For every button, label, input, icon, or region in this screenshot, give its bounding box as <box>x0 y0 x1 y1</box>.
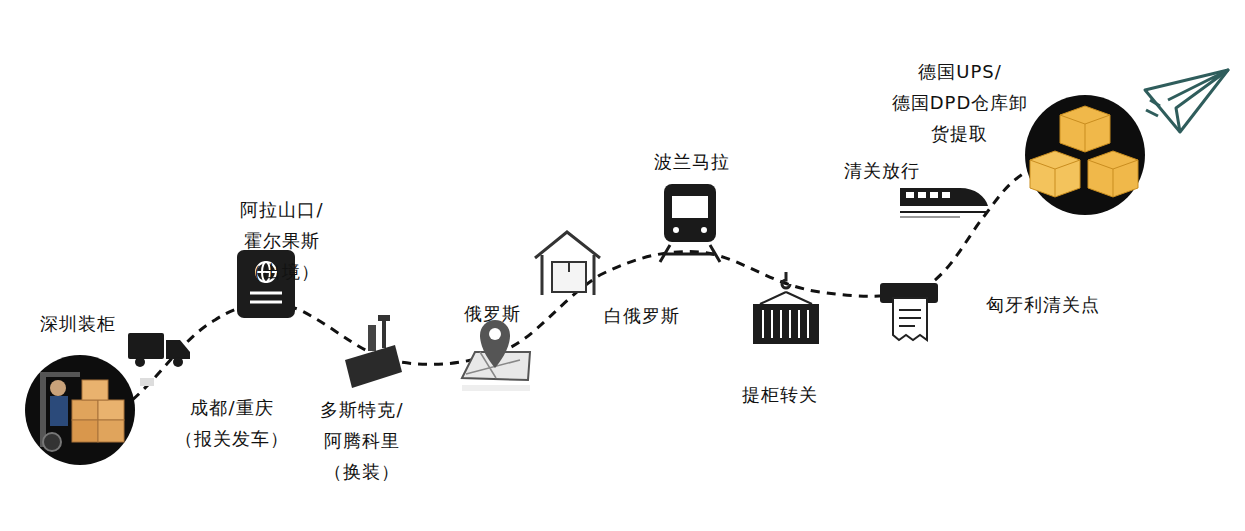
forklift-icon <box>25 355 135 465</box>
route-label: 提柜转关 <box>742 379 818 410</box>
train-icon <box>660 184 720 262</box>
route-label: 阿拉山口/霍尔果斯 （出境） <box>240 194 323 287</box>
route-label: 匈牙利清关点 <box>986 289 1100 320</box>
bullet-train-icon <box>900 188 988 217</box>
route-label: 多斯特克/ 阿腾科里 （换装） <box>320 394 403 487</box>
scale-icon <box>345 315 402 388</box>
truck-icon <box>128 333 190 386</box>
passport-icon <box>237 250 295 318</box>
container-icon <box>753 272 819 344</box>
paper-plane-icon <box>1145 70 1228 132</box>
boxes-icon <box>1025 95 1145 215</box>
document-icon <box>880 283 938 340</box>
map-pin-icon <box>462 320 530 391</box>
route-label: 成都/重庆 （报关发车） <box>175 392 289 454</box>
route-label: 德国UPS/德国DPD仓库卸 货提取 <box>892 56 1029 149</box>
route-label: 俄罗斯 <box>464 298 521 329</box>
warehouse-icon <box>535 232 600 295</box>
route-label: 清关放行 <box>844 155 920 186</box>
route-label: 白俄罗斯 <box>604 300 680 331</box>
dashed-route <box>120 170 1030 410</box>
route-label: 深圳装柜 <box>40 308 116 339</box>
route-label: 波兰马拉 <box>654 146 730 177</box>
